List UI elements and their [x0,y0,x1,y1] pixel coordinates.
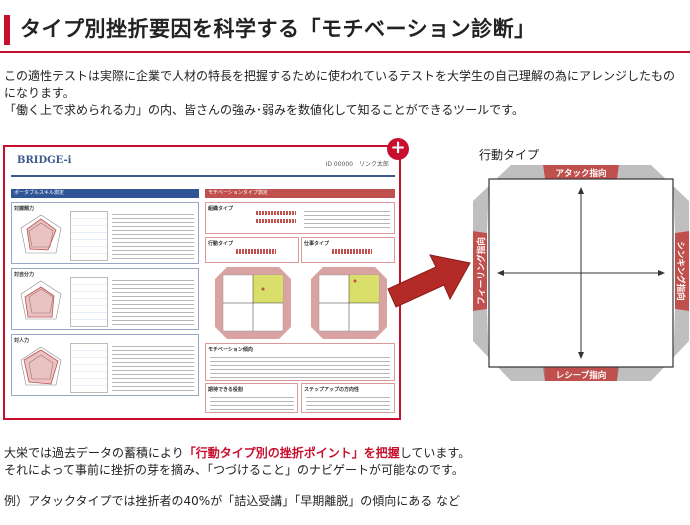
left-section-title: ポータブルスキル測定 [11,189,199,198]
panel-title: 対自分力 [14,272,35,278]
left-band [473,231,487,311]
org-type-panel: 組織タイプ [205,202,395,234]
report-header: BRIDGE-i ID 00000 リンク太郎 [11,153,395,177]
action-type-diagram: アタック指向 レシーブ指向 フィーリング指向 シンキング指向 [473,165,689,381]
action-type-panel: 行動タイプ [205,237,299,263]
intro-line-1: この適性テストは実際に企業で人材の特長を把握するために使われているテストを大学生… [4,69,676,83]
example-text: 例）アタックタイプでは挫折者の40%が「詰込受講」「早期離脱」の傾向にある など [4,494,461,508]
stepup-panel: ステップアップの方向性 [301,383,395,413]
report-meta: ID 00000 リンク太郎 [325,161,389,168]
radar-chart-icon [20,280,62,320]
motivation-panel: モチベーション傾向 [205,343,395,381]
right-band [675,231,689,311]
bridge-logo: BRIDGE-i [17,155,72,166]
bottom-line-1-post: しています。 [399,446,471,460]
panel-title: 組織タイプ [208,206,234,212]
panel-title: 対課題力 [14,206,35,212]
bar-chart [256,211,296,215]
work-type-panel: 仕事タイプ [301,237,395,263]
bottom-line-1: 大栄では過去データの蓄積により「行動タイプ別の挫折ポイント」を把握しています。 [4,445,470,462]
header-accent-bar [4,15,10,45]
left-label: フィーリング指向 [476,237,487,305]
role-panel: 期待できる役割 [205,383,298,413]
top-band [543,165,619,179]
diagram-title: 行動タイプ [479,148,540,162]
bottom-line-1-pre: 大栄では過去データの蓄積により [4,446,184,460]
radar-chart-icon [20,214,62,254]
intro-line-3: 「働く上で求められる力」の内、皆さんの強み･弱みを数値化して知ることができるツー… [4,103,524,117]
skill-panel-3: 対人力 [11,334,199,396]
report-thumbnail[interactable]: BRIDGE-i ID 00000 リンク太郎 ポータブルスキル測定 モチベーシ… [3,145,401,420]
skill-panel-1: 対課題力 [11,202,199,264]
comment-text [306,394,390,410]
comment-text [112,343,194,391]
bottom-label: レシーブ指向 [556,370,607,381]
radar-chart-icon [20,346,62,386]
comment-text [304,208,390,230]
page-header: タイプ別挫折要因を科学する「モチベーション診断」 [0,0,690,53]
panel-title: 期待できる役割 [208,387,243,393]
comment-text [112,277,194,325]
highlight-text: 「行動タイプ別の挫折ポイント」を把握 [183,446,400,460]
arrow-right-icon [387,254,471,308]
score-table [70,343,108,393]
bar-chart [256,219,296,223]
bar-chart [236,249,276,254]
comment-text [112,211,194,259]
panel-title: 対人力 [14,338,30,344]
intro-text: この適性テストは実際に企業で人材の特長を把握するために使われているテストを大学生… [4,68,688,119]
skill-panel-2: 対自分力 [11,268,199,330]
bottom-band [543,367,619,381]
mini-quadrant-chart [311,267,387,339]
mini-quadrant-chart [215,267,291,339]
top-label: アタック指向 [555,168,606,179]
panel-title: ステップアップの方向性 [304,387,360,393]
header-underline [0,51,690,53]
bottom-text: 大栄では過去データの蓄積により「行動タイプ別の挫折ポイント」を把握しています。 … [4,445,470,479]
score-table [70,211,108,261]
right-label: シンキング指向 [675,241,686,300]
right-section-title: モチベーションタイプ測定 [205,189,395,198]
expand-plus-icon[interactable]: + [387,138,409,160]
comment-text [210,394,294,410]
panel-title: 行動タイプ [208,241,234,247]
bottom-line-2: それによって事前に挫折の芽を摘み、「つづけること」のナビゲートが可能なのです。 [4,463,464,477]
panel-title: 仕事タイプ [304,241,330,247]
page-title: タイプ別挫折要因を科学する「モチベーション診断」 [20,17,536,41]
bar-chart [332,249,372,254]
intro-line-2: になります。 [4,86,75,100]
comment-text [210,354,390,378]
score-table [70,277,108,327]
panel-title: モチベーション傾向 [208,347,253,353]
